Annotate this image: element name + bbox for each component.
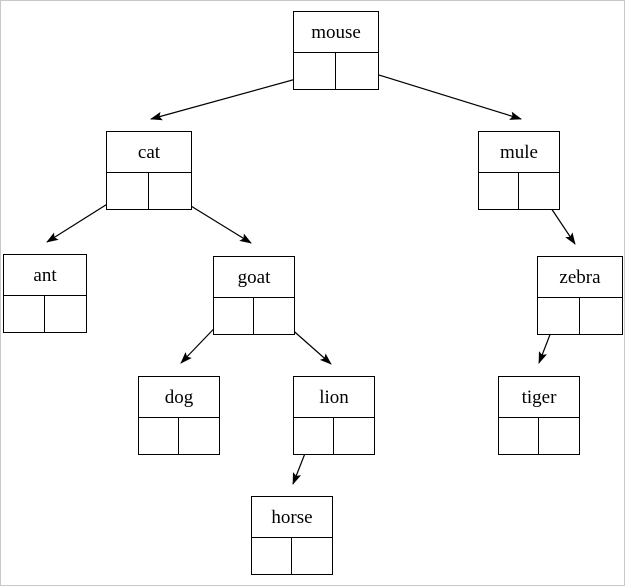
- node-pointers-cat: [107, 173, 191, 209]
- node-right-pointer-goat[interactable]: [254, 298, 294, 334]
- node-label-cat: cat: [107, 132, 191, 173]
- node-left-pointer-goat[interactable]: [214, 298, 254, 334]
- node-pointers-goat: [214, 298, 294, 334]
- tree-node-dog[interactable]: dog: [138, 376, 220, 455]
- node-label-tiger: tiger: [499, 377, 579, 418]
- tree-node-tiger[interactable]: tiger: [498, 376, 580, 455]
- tree-node-zebra[interactable]: zebra: [537, 256, 623, 335]
- node-left-pointer-mule[interactable]: [479, 173, 519, 209]
- node-pointers-ant: [4, 296, 86, 332]
- tree-node-mouse[interactable]: mouse: [293, 11, 379, 90]
- node-label-mouse: mouse: [294, 12, 378, 53]
- node-label-dog: dog: [139, 377, 219, 418]
- tree-node-ant[interactable]: ant: [3, 254, 87, 333]
- node-left-pointer-lion[interactable]: [294, 418, 334, 454]
- node-label-ant: ant: [4, 255, 86, 296]
- node-pointers-dog: [139, 418, 219, 454]
- node-left-pointer-dog[interactable]: [139, 418, 179, 454]
- node-left-pointer-mouse[interactable]: [294, 53, 336, 89]
- node-pointers-lion: [294, 418, 374, 454]
- node-label-mule: mule: [479, 132, 559, 173]
- node-right-pointer-horse[interactable]: [292, 538, 332, 574]
- node-right-pointer-mule[interactable]: [519, 173, 559, 209]
- node-right-pointer-cat[interactable]: [149, 173, 191, 209]
- node-label-lion: lion: [294, 377, 374, 418]
- node-pointers-mule: [479, 173, 559, 209]
- node-left-pointer-ant[interactable]: [4, 296, 45, 332]
- tree-node-goat[interactable]: goat: [213, 256, 295, 335]
- node-left-pointer-cat[interactable]: [107, 173, 149, 209]
- tree-node-lion[interactable]: lion: [293, 376, 375, 455]
- node-right-pointer-ant[interactable]: [45, 296, 86, 332]
- node-right-pointer-mouse[interactable]: [336, 53, 378, 89]
- node-right-pointer-dog[interactable]: [179, 418, 219, 454]
- tree-node-horse[interactable]: horse: [251, 496, 333, 575]
- node-label-goat: goat: [214, 257, 294, 298]
- node-right-pointer-tiger[interactable]: [539, 418, 579, 454]
- node-label-horse: horse: [252, 497, 332, 538]
- node-left-pointer-tiger[interactable]: [499, 418, 539, 454]
- tree-node-cat[interactable]: cat: [106, 131, 192, 210]
- node-pointers-zebra: [538, 298, 622, 334]
- tree-node-mule[interactable]: mule: [478, 131, 560, 210]
- node-pointers-tiger: [499, 418, 579, 454]
- node-pointers-horse: [252, 538, 332, 574]
- node-pointers-mouse: [294, 53, 378, 89]
- node-label-zebra: zebra: [538, 257, 622, 298]
- node-left-pointer-zebra[interactable]: [538, 298, 580, 334]
- node-right-pointer-zebra[interactable]: [580, 298, 622, 334]
- node-right-pointer-lion[interactable]: [334, 418, 374, 454]
- node-left-pointer-horse[interactable]: [252, 538, 292, 574]
